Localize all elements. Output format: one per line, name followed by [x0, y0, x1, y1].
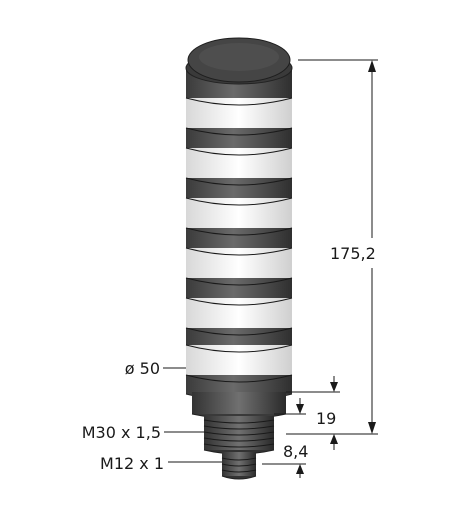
- ring-edge: [185, 344, 293, 353]
- tower-base: [191, 392, 287, 420]
- ring-edge: [185, 197, 293, 206]
- base-height-label: 19: [316, 409, 336, 428]
- ring-edge: [185, 177, 293, 186]
- m30-thread-label: M30 x 1,5: [82, 423, 161, 442]
- tower-cap-highlight: [199, 43, 279, 71]
- base-collar: [192, 392, 286, 414]
- ring-edge: [185, 374, 293, 383]
- lens-segment-4: [186, 248, 292, 278]
- lens-segment-3: [186, 198, 292, 228]
- diameter-label: ø 50: [125, 359, 160, 378]
- m12-connector: [221, 452, 257, 480]
- ring-edge: [185, 277, 293, 286]
- ring-edge: [185, 147, 293, 156]
- ring-edge: [185, 327, 293, 336]
- lens-segment-6: [186, 345, 292, 375]
- tower-body: [185, 37, 293, 402]
- connector-height-label: 8,4: [283, 442, 308, 461]
- ring-edge: [185, 97, 293, 106]
- m30-thread: [203, 416, 275, 455]
- ring-edge: [185, 247, 293, 256]
- m12-thread-label: M12 x 1: [100, 454, 164, 473]
- total-height-label: 175,2: [330, 244, 376, 263]
- dimension-annotations: [163, 59, 378, 478]
- ring-edge: [185, 227, 293, 236]
- ring-edge: [185, 127, 293, 136]
- lens-segment-1: [186, 98, 292, 128]
- lens-segment-5: [186, 298, 292, 328]
- lens-segment-2: [186, 148, 292, 178]
- ring-edge: [185, 297, 293, 306]
